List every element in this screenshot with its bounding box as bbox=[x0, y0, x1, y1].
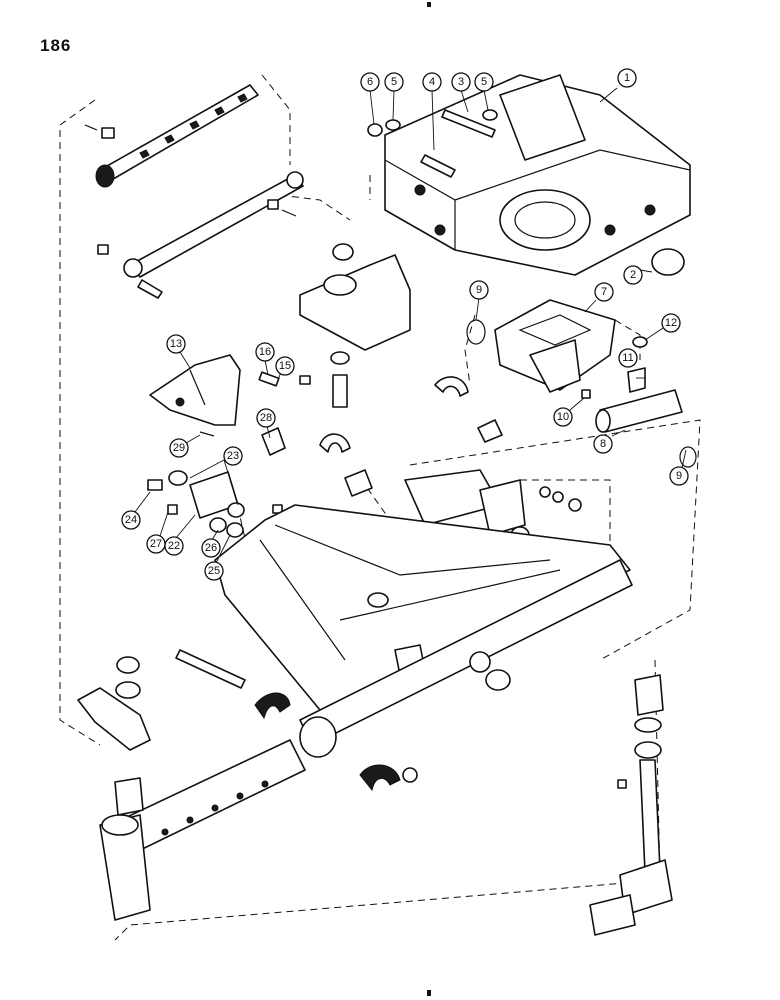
svg-text:9: 9 bbox=[476, 284, 482, 296]
svg-text:1: 1 bbox=[624, 72, 630, 84]
link-block-assembly bbox=[147, 470, 283, 538]
page-number: 186 bbox=[40, 36, 72, 55]
svg-text:3: 3 bbox=[458, 76, 464, 88]
svg-text:28: 28 bbox=[260, 412, 272, 424]
callout-leaders bbox=[134, 87, 687, 564]
svg-text:12: 12 bbox=[665, 317, 677, 329]
svg-text:25: 25 bbox=[208, 565, 220, 577]
callout-16: 16 bbox=[255, 342, 275, 362]
svg-text:13: 13 bbox=[170, 338, 182, 350]
steering-housing bbox=[466, 299, 697, 468]
pins-and-fasteners bbox=[199, 371, 311, 456]
svg-text:7: 7 bbox=[601, 286, 607, 298]
callout-26: 26 bbox=[201, 538, 221, 558]
svg-text:15: 15 bbox=[279, 360, 291, 372]
svg-text:24: 24 bbox=[125, 514, 137, 526]
tie-rod-assembly bbox=[84, 84, 304, 299]
callout-22: 22 bbox=[164, 536, 184, 556]
callout-24: 24 bbox=[121, 510, 141, 530]
callout-11: 11 bbox=[618, 348, 638, 368]
callout-5: 5 bbox=[384, 72, 404, 92]
svg-text:8: 8 bbox=[600, 438, 606, 450]
callout-9b: 9 bbox=[669, 466, 689, 486]
callout-25: 25 bbox=[204, 561, 224, 581]
assembly-guide-lines bbox=[59, 74, 701, 941]
callout-23: 23 bbox=[223, 446, 243, 466]
top-registration-mark bbox=[427, 2, 431, 7]
axle-frame bbox=[214, 504, 633, 758]
front-support-housing bbox=[384, 74, 691, 276]
svg-text:5: 5 bbox=[391, 76, 397, 88]
callout-12: 12 bbox=[661, 313, 681, 333]
callout-15: 15 bbox=[275, 356, 295, 376]
callout-7: 7 bbox=[594, 282, 614, 302]
callout-5b: 5 bbox=[474, 72, 494, 92]
svg-text:23: 23 bbox=[227, 450, 239, 462]
svg-text:10: 10 bbox=[557, 411, 569, 423]
callout-27: 27 bbox=[146, 534, 166, 554]
svg-text:4: 4 bbox=[429, 76, 435, 88]
right-spindle bbox=[589, 674, 673, 936]
svg-text:22: 22 bbox=[168, 540, 180, 552]
svg-text:9: 9 bbox=[676, 470, 682, 482]
housing-bolts bbox=[367, 109, 498, 178]
clamp-parts bbox=[319, 376, 503, 497]
callout-10: 10 bbox=[553, 407, 573, 427]
svg-text:29: 29 bbox=[173, 442, 185, 454]
svg-text:6: 6 bbox=[367, 76, 373, 88]
cap bbox=[651, 248, 685, 276]
long-bolt-and-wedges bbox=[175, 649, 511, 792]
side-bracket bbox=[149, 354, 241, 426]
callout-28: 28 bbox=[256, 408, 276, 428]
svg-text:16: 16 bbox=[259, 346, 271, 358]
bottom-registration-mark bbox=[427, 990, 431, 996]
callout-9: 9 bbox=[469, 280, 489, 300]
center-pivot-bracket bbox=[299, 243, 411, 408]
callout-3: 3 bbox=[451, 72, 471, 92]
svg-text:26: 26 bbox=[205, 542, 217, 554]
callout-8: 8 bbox=[593, 434, 613, 454]
svg-text:27: 27 bbox=[150, 538, 162, 550]
callout-4: 4 bbox=[422, 72, 442, 92]
callout-13: 13 bbox=[166, 334, 186, 354]
callout-1: 1 bbox=[617, 68, 637, 88]
callout-29: 29 bbox=[169, 438, 189, 458]
callout-6: 6 bbox=[360, 72, 380, 92]
svg-text:2: 2 bbox=[630, 269, 636, 281]
left-axle-extension bbox=[99, 739, 306, 921]
callout-bubbles: 1 2 3 4 5 5 6 7 8 9 9 10 11 12 13 15 16 … bbox=[121, 68, 689, 581]
left-steering-arm bbox=[77, 656, 151, 816]
callout-2: 2 bbox=[623, 265, 643, 285]
svg-text:5: 5 bbox=[481, 76, 487, 88]
svg-text:11: 11 bbox=[622, 352, 633, 364]
